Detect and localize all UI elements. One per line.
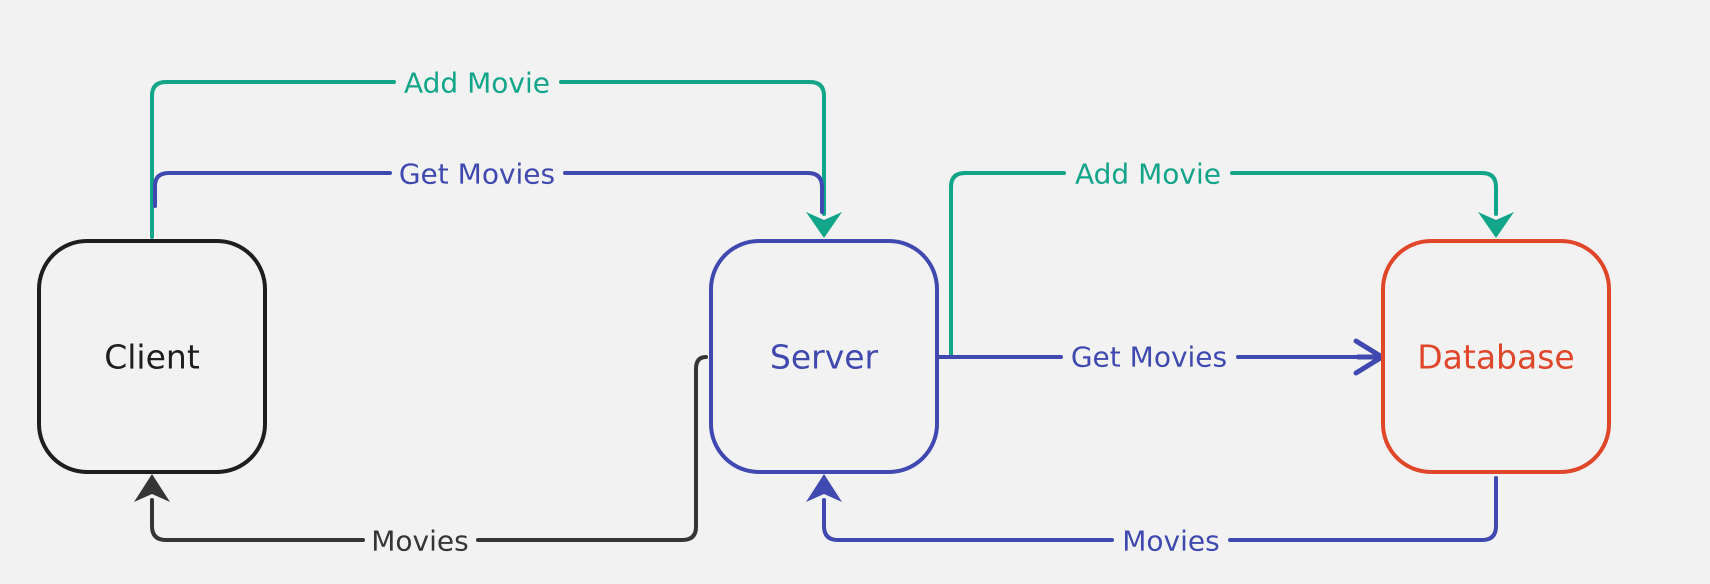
arrowhead-down-icon <box>1478 212 1514 238</box>
node-label-database: Database <box>1417 338 1574 377</box>
edge-label-get-movies: Get Movies <box>399 158 555 191</box>
edge-label-movies: Movies <box>371 525 468 558</box>
arrowhead-up-icon <box>134 474 170 502</box>
arrowhead-down-icon <box>806 212 842 238</box>
node-label-client: Client <box>104 338 200 377</box>
node-client[interactable]: Client <box>37 239 267 474</box>
edge-label-add-movie: Add Movie <box>404 67 550 100</box>
edge-server-database-get-movies: Get Movies <box>937 338 1385 376</box>
edge-database-server-movies: Movies <box>806 474 1498 558</box>
edge-label-add-movie: Add Movie <box>1075 158 1221 191</box>
edge-client-server-add-movie: Add Movie <box>150 67 842 239</box>
edge-server-client-movies: Movies <box>134 355 708 558</box>
edge-client-server-get-movies: Get Movies <box>153 158 824 214</box>
node-server[interactable]: Server <box>709 239 939 474</box>
edge-label-get-movies: Get Movies <box>1071 341 1227 374</box>
node-database[interactable]: Database <box>1381 239 1611 474</box>
arrowhead-right-icon <box>1353 338 1385 376</box>
node-label-server: Server <box>770 338 879 377</box>
edge-server-database-add-movie: Add Movie <box>949 158 1514 358</box>
edge-label-movies: Movies <box>1122 525 1219 558</box>
arrowhead-up-icon <box>806 474 842 502</box>
